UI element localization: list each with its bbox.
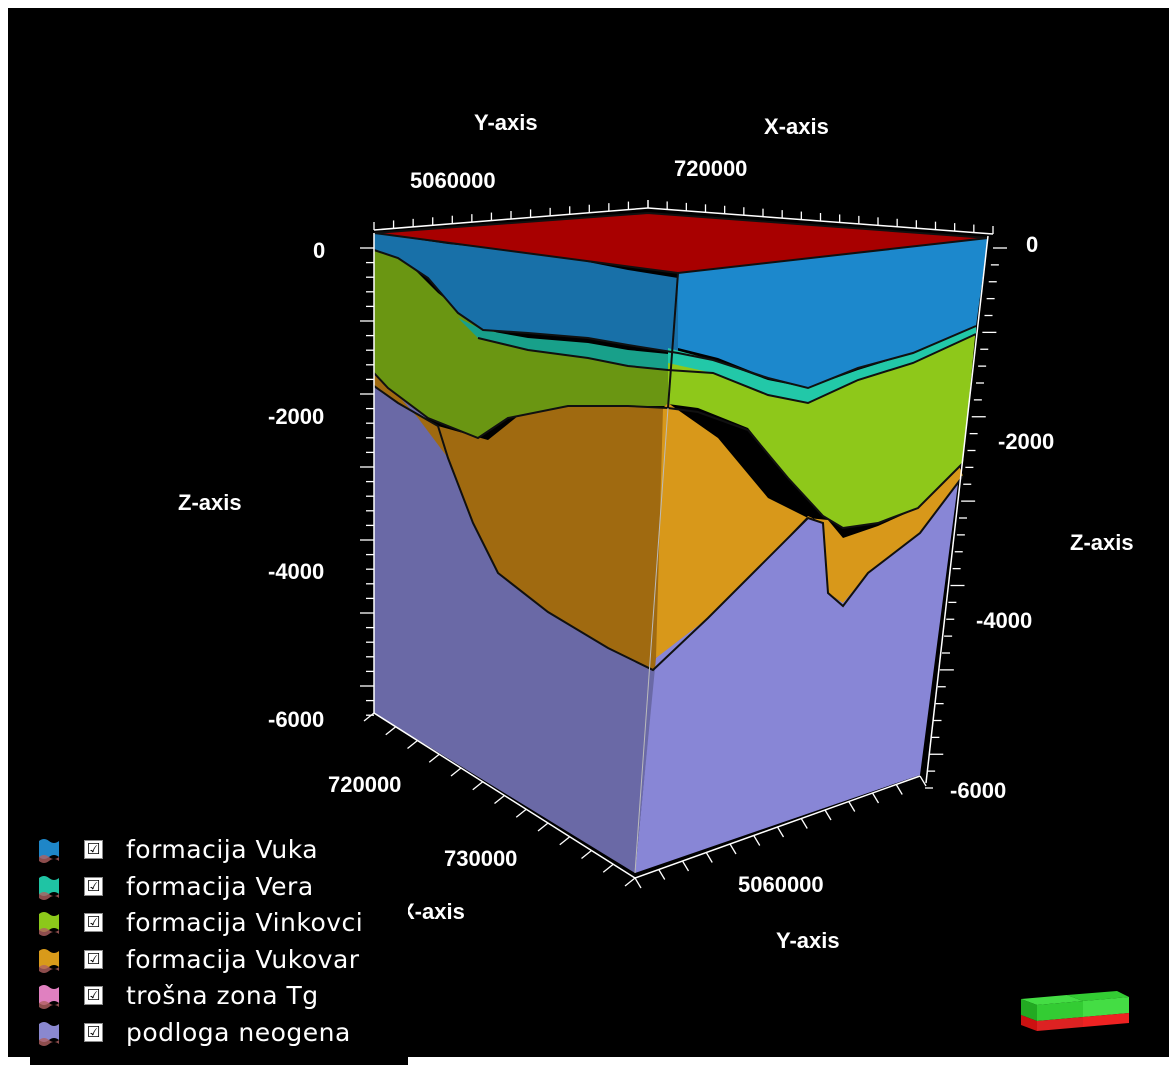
left-face-vera — [458, 318, 668, 370]
right-face-podloga — [635, 468, 960, 873]
axis-tick — [428, 753, 440, 763]
x-axis-bottom-label: X-axis — [400, 899, 465, 924]
axis-tick — [776, 826, 785, 838]
layer-visibility-checkbox[interactable]: ☑ — [84, 949, 103, 969]
right-face-vera — [668, 326, 976, 403]
front-edge — [634, 407, 669, 874]
legend-item-label: formacija Vukovar — [126, 944, 360, 974]
axis-tick — [658, 869, 666, 880]
legend-item-label: formacija Vuka — [126, 835, 319, 864]
z-right-tick-1: -2000 — [998, 429, 1055, 454]
z-axis-left-label: Z-axis — [178, 490, 242, 515]
legend-item: ☑ formacija Vuka — [30, 832, 408, 868]
axis-tick — [515, 808, 527, 818]
axis-tick — [919, 775, 927, 787]
y-axis-top-label: Y-axis — [474, 110, 538, 135]
legend-item: ☑ trošna zona Tg — [30, 978, 408, 1014]
z-left-tick-3: -6000 — [268, 707, 325, 732]
right-face-vuka — [678, 238, 988, 388]
horizon-lines — [373, 211, 989, 672]
legend-item-label: podloga neogena — [126, 1017, 351, 1047]
geology-3d-block[interactable] — [8, 8, 1169, 1057]
3d-viewport[interactable]: Y-axis X-axis 5060000 720000 Z-axis 0 -2… — [8, 8, 1169, 1065]
axis-tick — [848, 801, 856, 812]
legend-item-label: formacija Vera — [126, 871, 314, 901]
z-right-tick-3: -6000 — [950, 778, 1007, 803]
axis-tick — [681, 860, 690, 872]
legend: ☑ formacija Vuka ☑ formacija Vera ☑ formacija… — [30, 832, 408, 1065]
z-left-tick-1: -2000 — [268, 404, 325, 429]
legend-item-label: trošna zona Tg — [126, 981, 319, 1010]
layer-icon — [38, 1020, 60, 1046]
right-face-vukovar — [656, 403, 963, 658]
z-axis-right-label: Z-axis — [1070, 530, 1134, 555]
layer-icon — [38, 837, 60, 863]
y-axis-bottom-label: Y-axis — [776, 928, 840, 953]
axis-tick — [472, 781, 484, 791]
layer-visibility-checkbox[interactable]: ☑ — [84, 1022, 103, 1042]
right-face — [635, 238, 988, 873]
legend-item-label: formacija Vinkovci — [126, 908, 364, 937]
x-tick-top: 720000 — [674, 156, 748, 181]
x-bottom-tick-1: 730000 — [444, 846, 518, 871]
z-right-tick-2: -4000 — [976, 608, 1033, 633]
legend-item: ☑ formacija Vukovar — [30, 942, 408, 978]
y-tick-top: 5060000 — [410, 168, 496, 193]
legend-item: ☑ formacija Vera — [30, 869, 408, 905]
layer-visibility-checkbox[interactable]: ☑ — [84, 913, 103, 932]
axis-tick — [871, 792, 880, 804]
left-face-top — [374, 213, 988, 273]
axis-tick — [581, 849, 592, 860]
axis-tick — [602, 863, 614, 873]
layer-icon — [38, 874, 60, 900]
y-bottom-tick: 5060000 — [738, 872, 824, 897]
left-face — [374, 213, 988, 873]
axis-tick — [895, 784, 903, 795]
axis-tick — [729, 843, 737, 855]
left-face-vukovar — [374, 368, 668, 670]
left-face-vuka — [374, 233, 678, 353]
z-left-tick-0: 0 — [313, 238, 326, 263]
axis-tick — [537, 822, 549, 832]
axis-tick — [494, 794, 505, 805]
axis-tick — [385, 726, 397, 736]
axis-tick — [450, 767, 462, 777]
axis-tick — [407, 739, 418, 750]
left-face-podloga — [374, 383, 656, 873]
z-right-tick-0: 0 — [1026, 232, 1039, 257]
z-left-tick-2: -4000 — [268, 559, 325, 584]
layer-visibility-checkbox[interactable]: ☑ — [84, 876, 103, 896]
right-face-vinkovci — [668, 326, 976, 528]
axis-tick — [559, 836, 571, 846]
legend-item: ☑ formacija Vinkovci — [30, 905, 408, 941]
axis-tick — [753, 835, 761, 846]
axis-tick — [634, 877, 642, 889]
layer-visibility-checkbox[interactable]: ☑ — [84, 986, 103, 1005]
axis-tick — [624, 877, 636, 887]
orientation-cube-icon[interactable] — [1013, 983, 1133, 1043]
axis-ticks — [360, 200, 1007, 889]
x-bottom-tick-0: 720000 — [328, 772, 402, 797]
axis-tick — [705, 852, 713, 863]
layer-icon — [38, 947, 60, 973]
axis-tick — [824, 809, 832, 821]
axis-tick — [363, 712, 375, 722]
x-axis-top-label: X-axis — [764, 114, 829, 139]
axis-tick — [800, 818, 808, 829]
layer-visibility-checkbox[interactable]: ☑ — [84, 840, 103, 859]
layer-icon — [38, 910, 60, 936]
legend-item: ☑ podloga neogena — [30, 1015, 408, 1051]
layer-icon — [38, 983, 60, 1009]
